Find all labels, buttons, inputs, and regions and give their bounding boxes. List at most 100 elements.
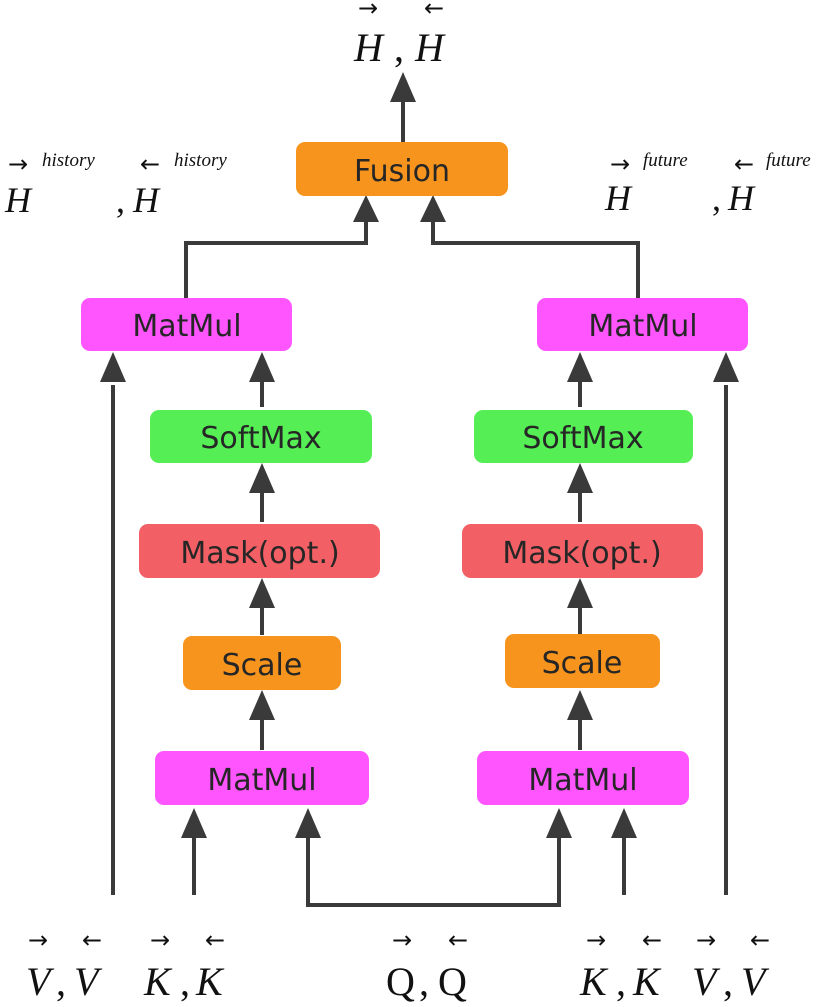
left-matmul-top-label: MatMul <box>132 309 241 344</box>
fusion-box <box>296 142 508 196</box>
right-to-fusion-line <box>431 220 640 298</box>
k-right-comma: , <box>616 959 626 1004</box>
left-mask-label: Mask(opt.) <box>180 536 339 571</box>
q-split-line <box>306 838 561 907</box>
connectors <box>111 100 728 907</box>
v-right-forward: V <box>692 959 721 1004</box>
output-h-forward: H <box>353 25 385 70</box>
k-right-arrow-left: ← <box>642 926 662 954</box>
future-sup-b: future <box>766 150 811 171</box>
arrowhead-v-right <box>713 352 739 382</box>
v-right-arrow-left: ← <box>750 926 770 954</box>
k-left-backward: K <box>195 959 225 1004</box>
arrowhead-k-left <box>181 808 207 838</box>
right-scale-box <box>505 634 660 688</box>
v-left-forward: V <box>26 959 55 1004</box>
left-softmax-label: SoftMax <box>200 421 321 456</box>
history-label: → history H ← history , H <box>4 150 227 220</box>
left-softmax-box <box>150 410 372 463</box>
arrowhead-q-right <box>546 808 572 838</box>
left-matmul-bottom-label: MatMul <box>207 763 316 798</box>
v-right-backward: V <box>741 959 770 1004</box>
k-right-arrow-right: → <box>586 926 606 954</box>
left-mask-box <box>139 524 380 578</box>
q-comma: , <box>419 959 429 1004</box>
q-forward: Q <box>386 959 415 1004</box>
q-arrow-left: ← <box>448 926 468 954</box>
output-h-backward: H <box>414 25 446 70</box>
arrowhead-right-matmul-top <box>567 352 593 382</box>
k-left-forward: K <box>143 959 173 1004</box>
future-h-backward: H <box>727 178 756 218</box>
arrowhead-left-mask <box>249 578 275 608</box>
v-left-arrow-left: ← <box>82 926 102 954</box>
left-scale-box <box>183 636 341 690</box>
output-arrow-left: ← <box>424 0 444 22</box>
history-h-backward: H <box>132 180 161 220</box>
left-matmul-bottom-box <box>155 751 369 805</box>
input-v-left: → ← V , V <box>26 926 103 1004</box>
q-backward: Q <box>438 959 467 1004</box>
arrowhead-left-softmax <box>249 463 275 493</box>
input-v-right: → ← V , V <box>692 926 770 1004</box>
k-right-backward: K <box>632 959 662 1004</box>
future-arrow-left: ← <box>734 150 754 178</box>
right-matmul-bottom-label: MatMul <box>528 763 637 798</box>
v-left-comma: , <box>56 959 66 1004</box>
k-left-arrow-left: ← <box>205 926 225 954</box>
k-left-arrow-right: → <box>150 926 170 954</box>
arrowhead-k-right <box>611 808 637 838</box>
future-label: → future H ← future , H <box>604 150 811 218</box>
left-scale-label: Scale <box>222 648 303 683</box>
history-arrow-left: ← <box>140 150 160 178</box>
right-branch: MatMul SoftMax Mask(opt.) Scale MatMul <box>462 298 748 805</box>
output-label: → ← H , H <box>353 0 446 70</box>
arrowhead-fusion-left <box>353 195 379 222</box>
k-left-comma: , <box>180 959 190 1004</box>
fusion-label: Fusion <box>354 154 450 189</box>
right-softmax-box <box>474 410 693 463</box>
right-mask-label: Mask(opt.) <box>502 536 661 571</box>
right-matmul-bottom-box <box>477 751 689 805</box>
output-comma: , <box>394 25 404 70</box>
v-right-comma: , <box>723 959 733 1004</box>
q-arrow-right: → <box>392 926 412 954</box>
right-softmax-label: SoftMax <box>522 421 643 456</box>
arrowhead-output <box>390 72 416 102</box>
future-arrow-right: → <box>610 150 630 178</box>
right-matmul-top-box <box>537 298 748 351</box>
history-sup-b: history <box>174 150 227 171</box>
left-to-fusion-line <box>184 220 368 298</box>
fusion-node: Fusion <box>296 142 508 196</box>
future-comma: , <box>712 178 721 218</box>
history-comma: , <box>116 180 125 220</box>
arrowhead-right-scale <box>567 690 593 720</box>
input-k-right: → ← K , K <box>579 926 662 1004</box>
arrowhead-right-softmax <box>567 463 593 493</box>
future-sup-a: future <box>643 150 688 171</box>
arrowheads <box>100 72 739 838</box>
v-left-backward: V <box>74 959 103 1004</box>
arrowhead-v-left <box>100 352 126 382</box>
v-left-arrow-right: → <box>28 926 48 954</box>
history-arrow-right: → <box>8 150 28 178</box>
history-h-forward: H <box>4 180 33 220</box>
arrowhead-right-mask <box>567 578 593 608</box>
input-k-left: → ← K , K <box>143 926 225 1004</box>
arrowhead-left-scale <box>249 690 275 720</box>
v-right-arrow-right: → <box>696 926 716 954</box>
arrowhead-left-matmul-top <box>249 352 275 382</box>
right-mask-box <box>462 524 703 578</box>
right-scale-label: Scale <box>542 646 623 681</box>
history-sup-a: history <box>42 150 95 171</box>
arrowhead-q-left <box>295 808 321 838</box>
left-matmul-top-box <box>81 298 292 351</box>
right-matmul-top-label: MatMul <box>588 309 697 344</box>
input-q: → ← Q , Q <box>386 926 468 1004</box>
k-right-forward: K <box>579 959 609 1004</box>
arrowhead-fusion-right <box>420 195 446 222</box>
left-branch: MatMul SoftMax Mask(opt.) Scale MatMul <box>81 298 380 805</box>
output-arrow-right: → <box>358 0 378 22</box>
future-h-forward: H <box>604 178 633 218</box>
